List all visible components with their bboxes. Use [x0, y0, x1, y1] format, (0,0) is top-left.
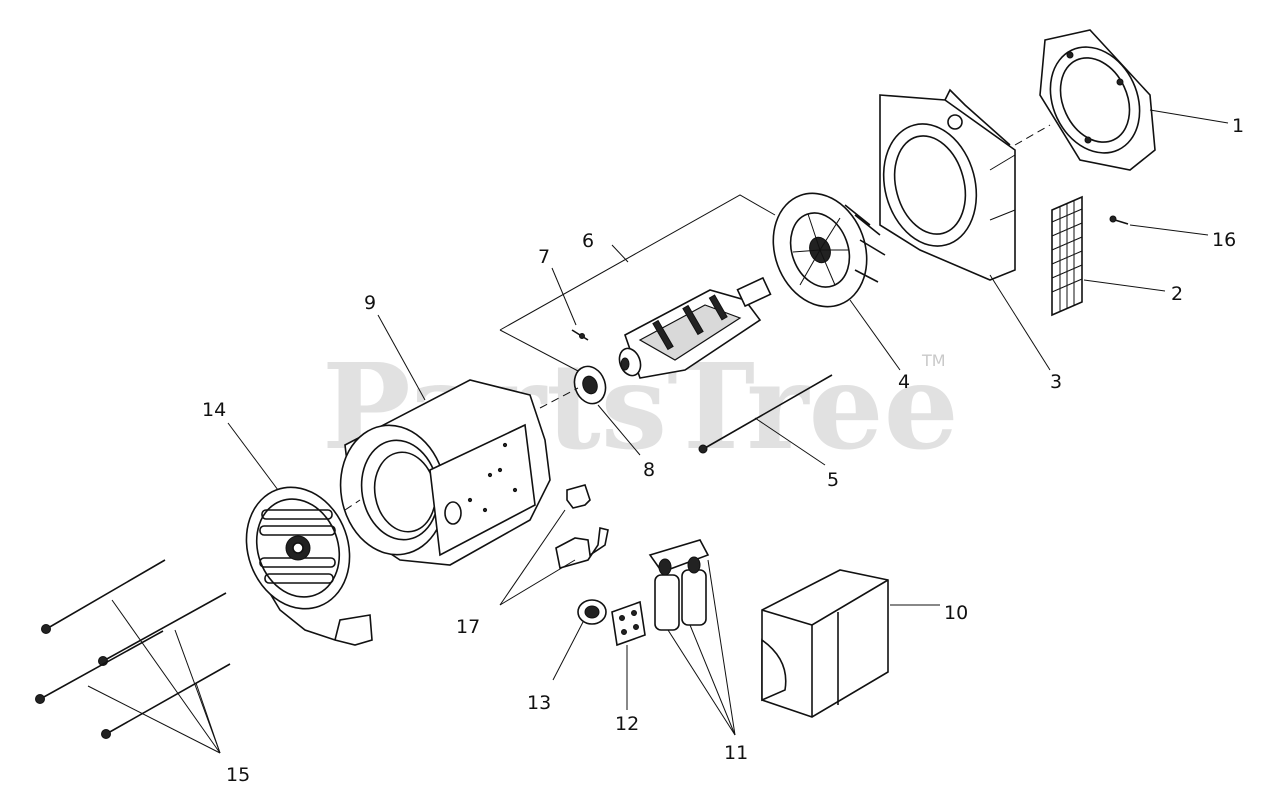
part-15-bolts[interactable] [35, 559, 231, 739]
part-11-capacitors[interactable] [648, 539, 710, 631]
callout-15: 15 [226, 764, 250, 786]
part-9-stator[interactable] [331, 379, 551, 566]
watermark-trademark: TM [921, 351, 946, 370]
callout-2: 2 [1171, 283, 1183, 305]
callout-6: 6 [582, 230, 594, 252]
part-5-through-bolt[interactable] [698, 374, 833, 454]
part-17-clips[interactable] [555, 484, 609, 570]
callout-5: 5 [827, 469, 839, 491]
callout-14: 14 [202, 399, 226, 421]
part-14-end-cover[interactable] [230, 473, 373, 646]
callout-10: 10 [944, 602, 968, 624]
callout-13: 13 [527, 692, 551, 714]
part-7-key[interactable] [571, 329, 589, 341]
part-6-rotor[interactable] [616, 276, 772, 379]
part-3-housing[interactable] [870, 88, 1016, 281]
part-1-end-plate[interactable] [1034, 29, 1157, 171]
callout-12: 12 [615, 713, 639, 735]
callout-3: 3 [1050, 371, 1062, 393]
callout-16: 16 [1212, 229, 1236, 251]
callout-labels: 1 2 3 4 5 6 7 8 9 10 11 12 13 14 15 16 1… [202, 115, 1244, 786]
part-4-fan[interactable] [758, 180, 886, 320]
part-13-grommet[interactable] [577, 599, 607, 625]
callout-4: 4 [898, 371, 910, 393]
callout-7: 7 [538, 246, 550, 268]
part-16-screw[interactable] [1109, 215, 1129, 225]
part-12-terminal-block[interactable] [611, 600, 646, 647]
part-2-screen[interactable] [1051, 195, 1083, 317]
callout-8: 8 [643, 459, 655, 481]
part-8-bearing[interactable] [569, 362, 610, 408]
callout-1: 1 [1232, 115, 1244, 137]
callout-11: 11 [724, 742, 748, 764]
part-10-box-cover[interactable] [761, 569, 889, 718]
callout-9: 9 [364, 292, 376, 314]
callout-17: 17 [456, 616, 480, 638]
